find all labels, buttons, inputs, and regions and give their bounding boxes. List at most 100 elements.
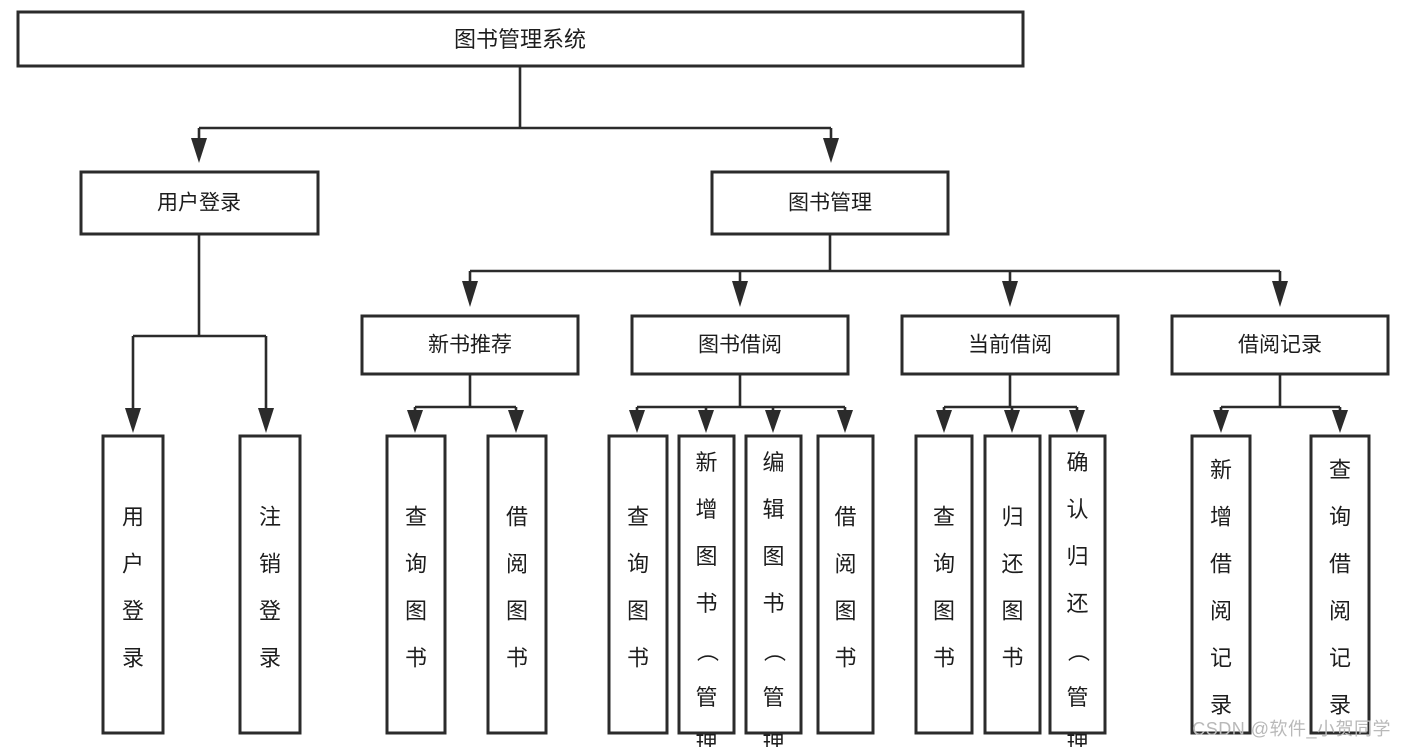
arrow-to-borrow-record bbox=[1272, 281, 1288, 307]
svg-text:管: 管 bbox=[1066, 685, 1088, 710]
node-new-book-recommend-box bbox=[360, 314, 580, 376]
arrow-to-leaf-return-book bbox=[1004, 410, 1020, 433]
svg-text:理: 理 bbox=[1066, 732, 1088, 747]
node-borrow-record-label: 借阅记录 bbox=[1238, 334, 1322, 357]
svg-text:借: 借 bbox=[834, 505, 856, 530]
node-user-login-label: 用户登录 bbox=[157, 192, 241, 215]
arrow-to-current-borrow bbox=[1002, 281, 1018, 307]
node-leaf-add-book[interactable] bbox=[677, 434, 736, 735]
svg-text:销: 销 bbox=[259, 552, 281, 577]
svg-text:记: 记 bbox=[1329, 646, 1351, 671]
node-current-borrow[interactable]: 当前借阅 bbox=[900, 314, 1120, 376]
svg-text:书: 书 bbox=[627, 646, 649, 671]
node-leaf-query-book-3[interactable] bbox=[914, 434, 974, 735]
arrow-to-leaf-borrow-book-2 bbox=[837, 410, 853, 433]
node-leaf-borrow-book-1-box bbox=[486, 434, 548, 735]
svg-text:管: 管 bbox=[762, 685, 784, 710]
node-current-borrow-label: 当前借阅 bbox=[968, 334, 1052, 357]
node-borrow-record[interactable]: 借阅记录 bbox=[1170, 314, 1390, 376]
svg-text:阅: 阅 bbox=[506, 552, 528, 577]
svg-text:书: 书 bbox=[1001, 646, 1023, 671]
node-leaf-query-book-3-box bbox=[914, 434, 974, 735]
svg-text:录: 录 bbox=[1329, 693, 1351, 718]
svg-text:确: 确 bbox=[1066, 450, 1088, 475]
node-root[interactable]: 图书管理系统 bbox=[16, 10, 1025, 68]
node-user-login[interactable]: 用户登录 bbox=[79, 170, 320, 236]
node-leaf-user-login-box bbox=[101, 434, 165, 735]
node-book-management-label: 图书管理 bbox=[788, 192, 872, 215]
svg-text:询: 询 bbox=[1329, 505, 1351, 530]
node-leaf-add-record[interactable] bbox=[1190, 434, 1252, 735]
node-leaf-confirm-return[interactable] bbox=[1048, 434, 1107, 735]
svg-text:还: 还 bbox=[1066, 591, 1088, 616]
svg-text:录: 录 bbox=[122, 646, 144, 671]
svg-text:借: 借 bbox=[1329, 552, 1351, 577]
node-leaf-borrow-book-2-box bbox=[816, 434, 875, 735]
svg-text:图: 图 bbox=[506, 599, 528, 624]
svg-text:（: （ bbox=[762, 640, 787, 662]
svg-text:借: 借 bbox=[1210, 552, 1232, 577]
node-leaf-user-login[interactable] bbox=[101, 434, 165, 735]
arrow-to-book-management bbox=[823, 138, 839, 163]
svg-text:注: 注 bbox=[259, 505, 281, 530]
svg-text:图: 图 bbox=[933, 599, 955, 624]
svg-text:理: 理 bbox=[762, 732, 784, 747]
node-leaf-query-book-1[interactable] bbox=[385, 434, 447, 735]
arrow-to-leaf-query-book-2 bbox=[629, 410, 645, 433]
watermark-text: CSDN @软件_小贺同学 bbox=[1192, 719, 1391, 739]
node-leaf-user-login-label: 用户登录 bbox=[122, 505, 144, 671]
svg-text:编: 编 bbox=[762, 450, 784, 475]
svg-text:阅: 阅 bbox=[834, 552, 856, 577]
node-borrow-record-box bbox=[1170, 314, 1390, 376]
arrow-to-leaf-borrow-book-1 bbox=[508, 410, 524, 433]
node-leaf-query-book-2-box bbox=[607, 434, 669, 735]
node-leaf-logout-box bbox=[238, 434, 302, 735]
node-book-borrow-box bbox=[630, 314, 850, 376]
svg-text:书: 书 bbox=[933, 646, 955, 671]
svg-text:书: 书 bbox=[405, 646, 427, 671]
svg-text:辑: 辑 bbox=[762, 497, 784, 522]
svg-text:图: 图 bbox=[695, 544, 717, 569]
node-leaf-return-book[interactable] bbox=[983, 434, 1042, 735]
svg-text:书: 书 bbox=[506, 646, 528, 671]
svg-text:询: 询 bbox=[627, 552, 649, 577]
node-leaf-query-record[interactable] bbox=[1309, 434, 1371, 735]
arrow-to-leaf-logout bbox=[258, 408, 274, 433]
node-leaf-edit-book[interactable] bbox=[744, 434, 803, 735]
svg-text:归: 归 bbox=[1001, 505, 1023, 530]
svg-text:记: 记 bbox=[1210, 646, 1232, 671]
svg-text:书: 书 bbox=[762, 591, 784, 616]
node-leaf-borrow-book-2[interactable] bbox=[816, 434, 875, 735]
node-new-book-recommend[interactable]: 新书推荐 bbox=[360, 314, 580, 376]
svg-text:图: 图 bbox=[1001, 599, 1023, 624]
svg-text:登: 登 bbox=[122, 599, 144, 624]
svg-text:查: 查 bbox=[627, 505, 649, 530]
node-leaf-logout[interactable] bbox=[238, 434, 302, 735]
svg-text:登: 登 bbox=[259, 599, 281, 624]
arrow-to-leaf-add-book bbox=[698, 410, 714, 433]
svg-text:询: 询 bbox=[405, 552, 427, 577]
node-current-borrow-box bbox=[900, 314, 1120, 376]
arrow-to-leaf-query-book-3 bbox=[936, 410, 952, 433]
node-book-borrow-label: 图书借阅 bbox=[698, 334, 782, 357]
node-leaf-borrow-book-1[interactable] bbox=[486, 434, 548, 735]
svg-text:查: 查 bbox=[1329, 458, 1351, 483]
node-leaf-query-book-2[interactable] bbox=[607, 434, 669, 735]
arrow-to-leaf-add-record bbox=[1213, 410, 1229, 433]
node-leaf-confirm-return-box bbox=[1048, 434, 1107, 735]
svg-text:增: 增 bbox=[695, 497, 717, 522]
svg-text:图: 图 bbox=[834, 599, 856, 624]
svg-text:借: 借 bbox=[506, 505, 528, 530]
node-leaf-query-record-box bbox=[1309, 434, 1371, 735]
svg-text:查: 查 bbox=[933, 505, 955, 530]
node-book-management[interactable]: 图书管理 bbox=[710, 170, 950, 236]
node-book-borrow[interactable]: 图书借阅 bbox=[630, 314, 850, 376]
